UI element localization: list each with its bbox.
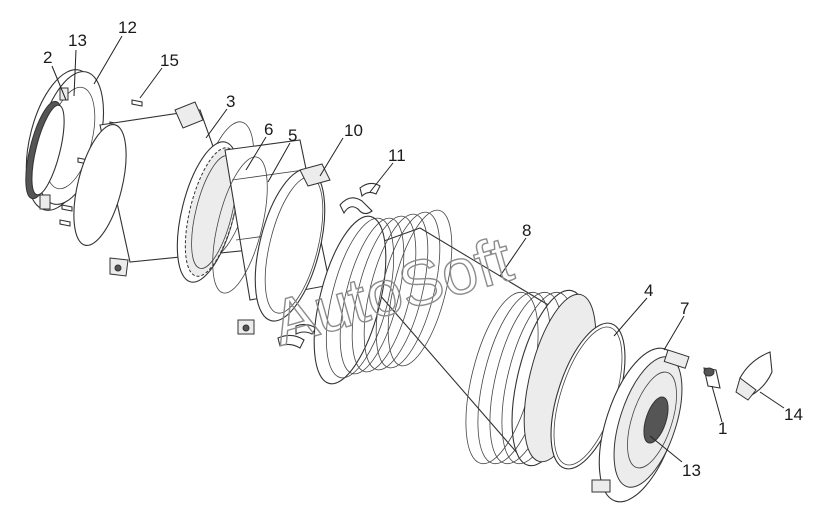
callout-8: 8 <box>522 221 531 240</box>
leader-lines <box>51 35 785 463</box>
serrated-ring <box>176 141 240 283</box>
callout-12: 12 <box>118 18 137 37</box>
callout-13-bottom: 13 <box>682 461 701 480</box>
small-valve <box>703 367 721 389</box>
callout-7: 7 <box>680 299 689 318</box>
callout-11: 11 <box>388 146 406 165</box>
callout-13-top: 13 <box>68 31 87 50</box>
dust-cap <box>735 351 773 401</box>
o-ring-seal <box>550 322 626 470</box>
callout-2: 2 <box>43 48 52 67</box>
callout-14: 14 <box>784 405 803 424</box>
callout-3: 3 <box>226 92 235 111</box>
callout-1: 1 <box>718 419 727 438</box>
clamp-band <box>237 163 331 335</box>
right-end-cover <box>591 347 690 503</box>
callout-10: 10 <box>344 121 363 140</box>
callout-6: 6 <box>264 120 273 139</box>
retaining-clips <box>277 182 381 349</box>
callout-4: 4 <box>644 281 653 300</box>
callout-5: 5 <box>288 126 297 145</box>
callout-15: 15 <box>160 51 179 70</box>
